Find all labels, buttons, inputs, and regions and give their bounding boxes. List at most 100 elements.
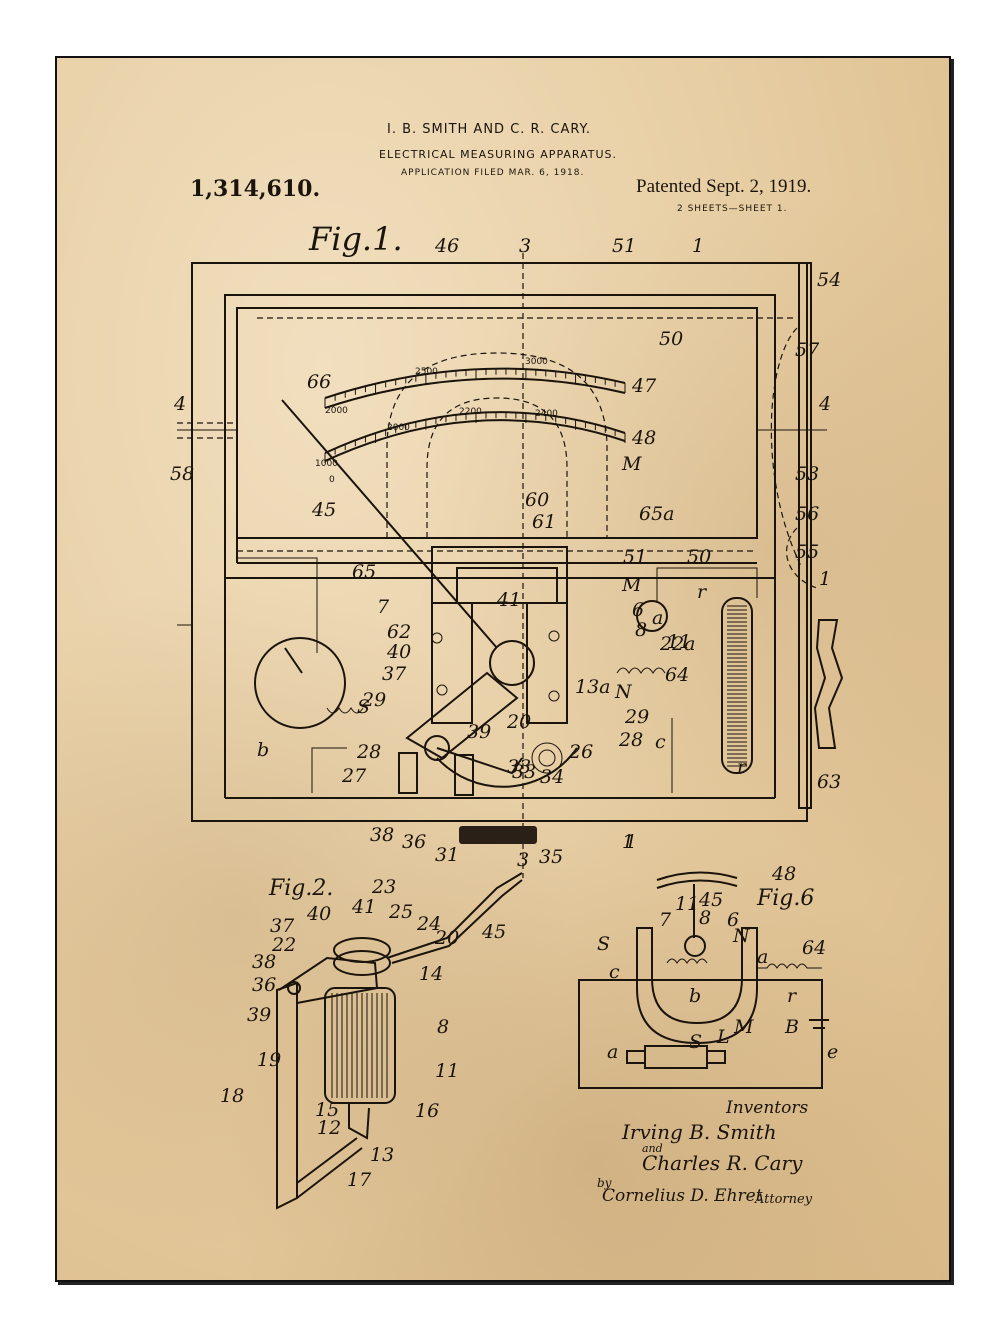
fig1-label-25: 1 bbox=[819, 568, 831, 590]
fig1-label-43: 38 bbox=[370, 824, 394, 846]
fig2-label-6: 37 bbox=[270, 915, 295, 937]
fig6-label-1: 48 bbox=[771, 863, 796, 885]
fig1-label-31: 11 bbox=[667, 631, 691, 653]
fig1-label-30: 8 bbox=[635, 619, 647, 641]
fig1-label-27: 7 bbox=[377, 596, 390, 618]
fig1-label-46: 3 bbox=[517, 849, 529, 871]
fig1-label-59: r bbox=[737, 756, 748, 778]
fig1-label-54: 28 bbox=[618, 729, 643, 751]
patent-drawing: 2000250030001000200022002400046351154505… bbox=[170, 235, 844, 1210]
fig1-label-40: 28 bbox=[356, 741, 381, 763]
scale-outer-2000: 2000 bbox=[325, 406, 348, 416]
fig1-label-39: S bbox=[357, 696, 370, 718]
fig1-label-3: 51 bbox=[612, 235, 636, 257]
fig1-label-12: 48 bbox=[631, 427, 656, 449]
fig6-label-18: a bbox=[607, 1041, 618, 1063]
sheet-count: 2 SHEETS—SHEET 1. bbox=[677, 204, 788, 214]
fig6-label-10: 64 bbox=[802, 937, 826, 959]
fig1-label-7: 57 bbox=[795, 339, 820, 361]
fig1-label-38: 29 bbox=[361, 689, 386, 711]
fig1-label-24: 50 bbox=[687, 546, 711, 568]
fig6-label-15: B bbox=[784, 1016, 799, 1038]
fig2-label-20: 13 bbox=[370, 1144, 394, 1166]
fig2-title: Fig.2. bbox=[269, 876, 334, 901]
fig6-label-17: L bbox=[716, 1026, 730, 1048]
fig1-label-22: 65 bbox=[352, 561, 376, 583]
fig2-label-10: 36 bbox=[252, 974, 276, 996]
fig6-label-13: r bbox=[787, 985, 798, 1007]
fig1-label-4: 1 bbox=[692, 235, 704, 257]
fig1-label-19: 65a bbox=[639, 503, 675, 525]
and-label: and bbox=[642, 1142, 663, 1155]
fig6-label-16: S bbox=[689, 1031, 702, 1053]
fig2-label-7: 40 bbox=[306, 903, 331, 925]
scale-inner-2000: 2000 bbox=[387, 423, 410, 433]
fig1-label-37: 37 bbox=[382, 663, 407, 685]
attorney-label: Attorney bbox=[755, 1192, 813, 1207]
fig2-label-12: 39 bbox=[247, 1004, 271, 1026]
fig1-label-58: 34 bbox=[540, 766, 564, 788]
fig6-label-12: b bbox=[689, 985, 701, 1007]
fig6-label-2: 11 bbox=[675, 893, 699, 915]
fig1-label-35: 62 bbox=[387, 621, 411, 643]
patent-number: 1,314,610. bbox=[190, 176, 321, 202]
fig6-label-6: 6 bbox=[727, 909, 739, 931]
fig6-label-3: 45 bbox=[698, 889, 723, 911]
scale-outer-3000: 3000 bbox=[525, 357, 548, 367]
fig1-label-60: 63 bbox=[817, 771, 841, 793]
scale-outer-2500: 2500 bbox=[415, 367, 438, 377]
fig6-label-4: 7 bbox=[659, 909, 672, 931]
fig6-label-19: e bbox=[827, 1041, 838, 1063]
fig1-label-51: 20 bbox=[506, 711, 531, 733]
fig2-label-11: 14 bbox=[419, 963, 443, 985]
fig1-label-20: 56 bbox=[795, 503, 819, 525]
fig1-label-50: N bbox=[614, 681, 633, 703]
fig1-label-15: 53 bbox=[795, 463, 819, 485]
fig1-label-1: 46 bbox=[434, 235, 459, 257]
fig1-label-57: 33 bbox=[512, 761, 536, 783]
fig1-label-53: 29 bbox=[624, 706, 649, 728]
fig1-label-11: 4 bbox=[818, 393, 831, 415]
fig6-label-11: c bbox=[609, 961, 620, 983]
inventor-2-signature: Charles R. Cary bbox=[642, 1151, 803, 1175]
fig2-label-18: 12 bbox=[317, 1117, 341, 1139]
fig1-label-42: 33 bbox=[507, 756, 531, 778]
fig1-label-32: 22a bbox=[659, 633, 696, 655]
fig1-label-41: 27 bbox=[341, 765, 367, 787]
scale-inner-2400: 2400 bbox=[535, 409, 558, 419]
fig1-label-56: c bbox=[655, 731, 666, 753]
fig1-label-16: 45 bbox=[311, 499, 336, 521]
fig1-label-52: 39 bbox=[467, 721, 491, 743]
fig6-label-9: a bbox=[757, 946, 768, 968]
by-label: by bbox=[597, 1176, 612, 1190]
fig2-label-21: 17 bbox=[347, 1169, 372, 1191]
fig1-label-49: 13a bbox=[575, 676, 611, 698]
fig1-label-29: 6 bbox=[632, 599, 644, 621]
fig1-label-62: b bbox=[257, 739, 269, 761]
fig2-label-16: 18 bbox=[220, 1085, 244, 1107]
fig1-label-34: a bbox=[652, 607, 663, 629]
fig1-label-17: 60 bbox=[525, 489, 549, 511]
inventors-label: Inventors bbox=[726, 1098, 809, 1118]
fig6-label-8: N bbox=[732, 925, 751, 947]
fig1-label-5: 54 bbox=[817, 269, 841, 291]
attorney-signature: Cornelius D. Ehret bbox=[602, 1186, 763, 1206]
fig2-drawing bbox=[276, 872, 523, 1210]
fig1-label-61: 1 bbox=[625, 831, 637, 853]
fig2-label-8: 22 bbox=[271, 934, 296, 956]
fig2-label-4: 24 bbox=[416, 913, 441, 935]
fig2-label-3: 25 bbox=[388, 901, 413, 923]
fig2-label-9: 38 bbox=[252, 951, 276, 973]
application-filed: APPLICATION FILED MAR. 6, 1918. bbox=[401, 168, 585, 178]
fig1-label-33: 64 bbox=[665, 664, 689, 686]
fig2-label-14: 19 bbox=[257, 1049, 281, 1071]
fig1-label-14: M bbox=[621, 453, 642, 475]
fig1-label-45: 31 bbox=[435, 844, 459, 866]
patent-authors: I. B. SMITH AND C. R. CARY. bbox=[387, 122, 591, 137]
fig1-label-55: 26 bbox=[568, 741, 593, 763]
fig2-label-1: 23 bbox=[371, 876, 396, 898]
patent-print-frame: I. B. SMITH AND C. R. CARY. ELECTRICAL M… bbox=[55, 56, 951, 1282]
fig1-label-6: 50 bbox=[659, 328, 683, 350]
fig1-label-48: 1 bbox=[622, 831, 634, 853]
fig1-label-18: 61 bbox=[532, 511, 556, 533]
